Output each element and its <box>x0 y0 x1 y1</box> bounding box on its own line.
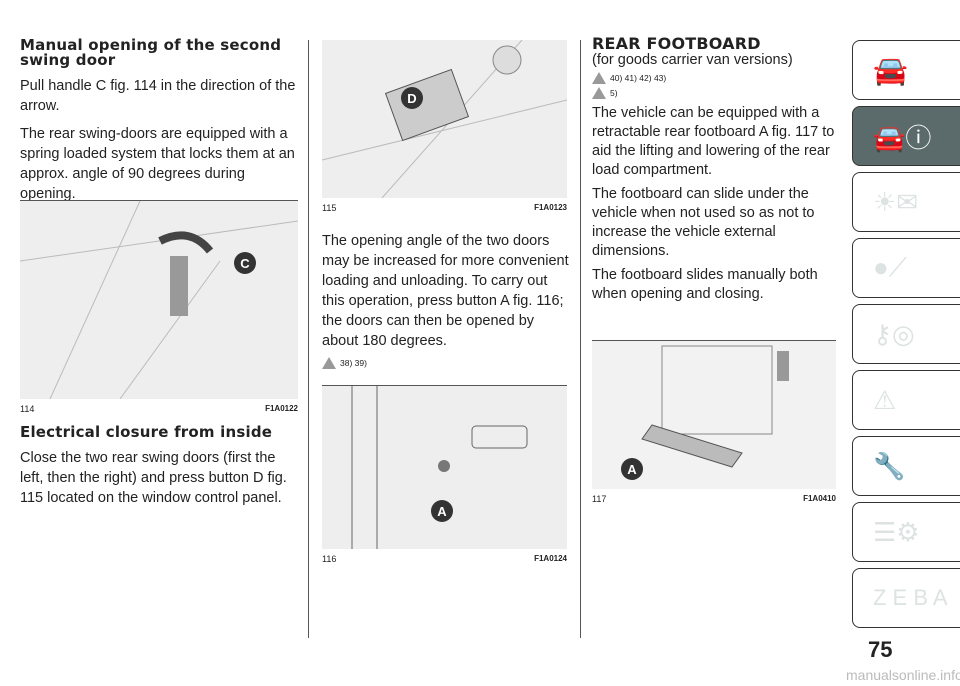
list-gear-icon: ☰⚙ <box>873 516 920 547</box>
warning-icon <box>592 72 606 84</box>
paragraph: The rear swing-doors are equipped with a… <box>20 126 295 202</box>
figure-116: A 116 F1A0124 <box>322 385 567 564</box>
figure-115-illustration: D <box>321 39 568 199</box>
paragraph: The vehicle can be equipped with a retra… <box>592 105 835 178</box>
warning-icon <box>322 357 336 369</box>
figure-code: F1A0124 <box>534 554 567 563</box>
breakdown-warning-icon: ⚠ <box>873 384 897 415</box>
warning-links[interactable]: 38) 39) <box>340 358 367 368</box>
callout-d: D <box>407 91 416 106</box>
callout-a: A <box>437 504 447 519</box>
car-wrench-icon: 🔧 <box>873 450 906 481</box>
column-3: REAR FOOTBOARD (for goods carrier van ve… <box>592 36 842 304</box>
tab-lights-messages[interactable]: ☀✉ <box>852 172 960 232</box>
car-info-icon: 🚘ⓘ <box>873 122 932 153</box>
figure-117: A 117 F1A0410 <box>592 340 836 504</box>
warning-reference: 40) 41) 42) 43) <box>592 72 842 84</box>
column-2: The opening angle of the two doors may b… <box>322 223 572 369</box>
paragraph: The footboard slides manually both when … <box>592 267 818 302</box>
figure-114: C 114 F1A0122 <box>19 200 299 414</box>
note-reference: 5) <box>592 87 842 99</box>
column-divider <box>580 40 581 638</box>
figure-115: D 115 F1A0123 <box>321 39 568 213</box>
tab-index[interactable]: Z E B A <box>852 568 960 628</box>
tab-starting-driving[interactable]: ⚷◎ <box>852 304 960 364</box>
figure-number: 114 <box>20 404 35 414</box>
watermark: manualsonline.info <box>846 667 960 683</box>
lights-message-icon: ☀✉ <box>873 186 919 217</box>
figure-number: 116 <box>322 554 337 564</box>
page-number: 75 <box>868 637 893 662</box>
car-search-icon: 🚘 <box>873 54 908 86</box>
callout-a: A <box>627 462 637 477</box>
figure-number: 115 <box>322 203 337 213</box>
callout-c: C <box>240 256 250 271</box>
tab-safety[interactable]: ●⟋ <box>852 238 960 298</box>
warning-reference: 38) 39) <box>322 357 572 369</box>
paragraph: The footboard can slide under the vehicl… <box>592 186 815 259</box>
figure-number: 117 <box>592 494 607 504</box>
figure-code: F1A0123 <box>534 203 567 212</box>
note-links[interactable]: 5) <box>610 88 618 98</box>
paragraph: Pull handle C fig. 114 in the direction … <box>20 78 296 114</box>
column-divider <box>308 40 309 638</box>
tab-vehicle-info[interactable]: 🚘ⓘ <box>852 106 960 166</box>
column-1-lower: Electrical closure from inside Close the… <box>20 425 298 508</box>
figure-114-illustration: C <box>19 200 299 400</box>
key-steering-icon: ⚷◎ <box>873 318 915 349</box>
figure-code: F1A0122 <box>265 404 298 413</box>
airbag-seat-icon: ●⟋ <box>873 252 907 282</box>
paragraph: The opening angle of the two doors may b… <box>322 233 569 349</box>
heading-rear-footboard: REAR FOOTBOARD <box>592 34 761 53</box>
figure-116-illustration: A <box>322 386 567 549</box>
heading-electrical-closure: Electrical closure from inside <box>20 423 273 441</box>
tab-emergency[interactable]: ⚠ <box>852 370 960 430</box>
figure-code: F1A0410 <box>803 494 836 503</box>
subtitle: (for goods carrier van versions) <box>592 52 793 68</box>
tab-knowing-vehicle[interactable]: 🚘 <box>852 40 960 100</box>
heading-manual-opening: Manual opening of the second swing door <box>20 36 282 69</box>
tab-technical-data[interactable]: ☰⚙ <box>852 502 960 562</box>
tab-maintenance[interactable]: 🔧 <box>852 436 960 496</box>
figure-117-illustration: A <box>592 341 836 489</box>
paragraph: Close the two rear swing doors (first th… <box>20 450 287 506</box>
warning-links[interactable]: 40) 41) 42) 43) <box>610 73 667 83</box>
environment-icon <box>592 87 606 99</box>
column-1: Manual opening of the second swing door … <box>20 0 298 204</box>
index-search-icon: Z E B A <box>873 585 948 610</box>
